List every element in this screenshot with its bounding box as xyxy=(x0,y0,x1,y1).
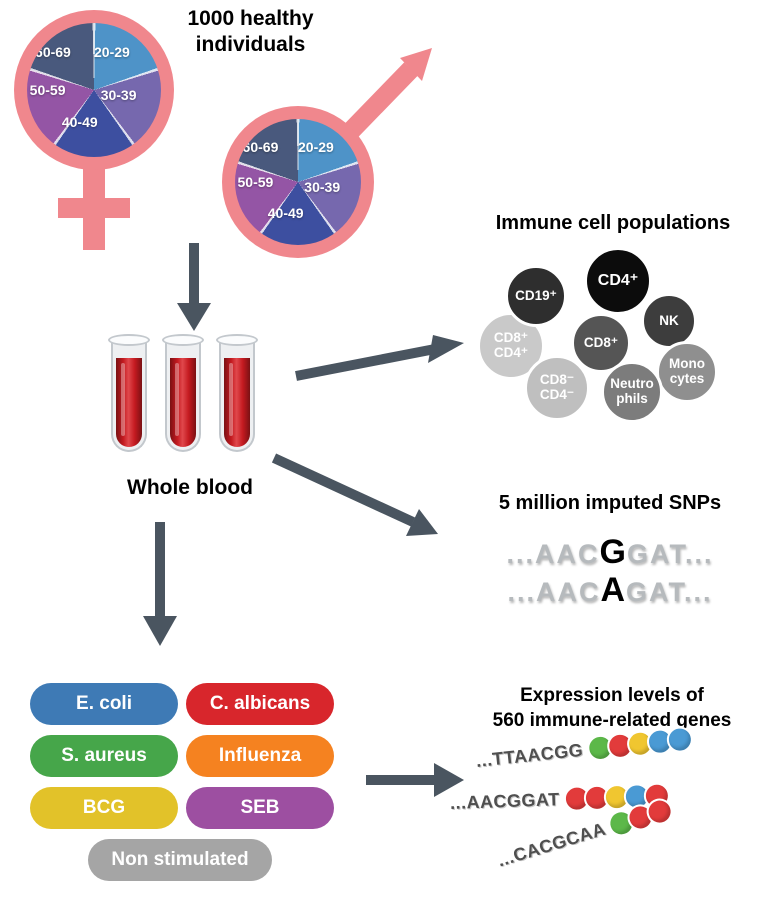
tube-opening xyxy=(108,334,150,346)
blood-tube xyxy=(216,334,258,452)
read-sequence: ...CACGCAA xyxy=(494,818,608,871)
expression-title: Expression levels of 560 immune-related … xyxy=(492,685,732,731)
immune-cells-title: Immune cell populations xyxy=(495,212,731,234)
female-symbol: 20-29 30-39 40-49 50-59 60-69 xyxy=(14,10,174,260)
snp-suffix: GAT... xyxy=(626,577,713,607)
age-label-40-49: 40-49 xyxy=(61,114,98,131)
whole-blood-label: Whole blood xyxy=(127,476,253,499)
age-label-50-59: 50-59 xyxy=(237,174,274,191)
tube-blood xyxy=(170,358,196,447)
arrow-blood-to-snps xyxy=(271,453,438,536)
cell-monocytes: Mono cytes xyxy=(656,341,718,403)
stimulus-seb: SEB xyxy=(186,787,334,829)
tube-opening xyxy=(216,334,258,346)
snp-prefix: ...AAC xyxy=(507,577,601,607)
age-label-20-29: 20-29 xyxy=(94,44,130,61)
snp-variant-allele: G xyxy=(599,533,627,571)
snp-suffix: GAT... xyxy=(626,539,714,569)
stimulus-ecoli: E. coli xyxy=(30,683,178,725)
stimulus-bcg: BCG xyxy=(30,787,178,829)
male-arrow-icon xyxy=(340,48,432,143)
arrow-stimuli-to-expression xyxy=(366,763,464,797)
age-label-50-59: 50-59 xyxy=(29,81,66,98)
stimulus-calbicans: C. albicans xyxy=(186,683,334,725)
read-sequence: ...AACGGAT xyxy=(449,788,560,813)
blood-tube xyxy=(162,334,204,452)
snps-title: 5 million imputed SNPs xyxy=(498,492,722,514)
snp-prefix: ...AAC xyxy=(506,539,600,569)
tube-opening xyxy=(162,334,204,346)
blood-tube xyxy=(108,334,150,452)
pie-divider-lines xyxy=(27,23,161,157)
tube-blood xyxy=(116,358,142,447)
arrow-blood-to-stimuli xyxy=(143,522,177,646)
male-circle: 20-29 30-39 40-49 50-59 60-69 xyxy=(222,106,374,258)
pie-divider-lines xyxy=(235,119,361,245)
arrow-individuals-to-blood xyxy=(177,243,211,331)
read-sequence: ...TTAACGG xyxy=(474,739,585,771)
tube-blood xyxy=(224,358,250,447)
male-age-pie: 20-29 30-39 40-49 50-59 60-69 xyxy=(235,119,361,245)
cell-neutrophils: Neutro phils xyxy=(601,361,663,423)
age-label-30-39: 30-39 xyxy=(304,179,341,196)
male-symbol: 20-29 30-39 40-49 50-59 60-69 xyxy=(222,48,462,266)
blood-tubes xyxy=(108,334,268,454)
stimulus-saureus: S. aureus xyxy=(30,735,178,777)
cell-cd8-cd4-dn: CD8⁻ CD4⁻ xyxy=(524,355,590,421)
snp-sequence-2: ...AACAGAT... xyxy=(450,571,770,610)
female-cross-bar xyxy=(58,198,130,218)
stimulus-non-stimulated: Non stimulated xyxy=(88,839,272,881)
stimulus-influenza: Influenza xyxy=(186,735,334,777)
age-label-20-29: 20-29 xyxy=(298,139,334,156)
snp-variant-allele: A xyxy=(600,571,627,609)
female-age-pie: 20-29 30-39 40-49 50-59 60-69 xyxy=(27,23,161,157)
age-label-40-49: 40-49 xyxy=(267,204,304,221)
cell-cd4: CD4⁺ xyxy=(584,247,652,315)
cell-cd19: CD19⁺ xyxy=(505,265,567,327)
snp-sequence-1: ...AACGGAT... xyxy=(450,533,770,572)
age-label-30-39: 30-39 xyxy=(100,87,137,104)
figure-title: 1000 healthy individuals xyxy=(187,7,314,57)
arrow-blood-to-cells xyxy=(295,335,464,381)
age-label-60-69: 60-69 xyxy=(242,139,279,156)
female-circle: 20-29 30-39 40-49 50-59 60-69 xyxy=(14,10,174,170)
age-label-60-69: 60-69 xyxy=(35,44,71,61)
